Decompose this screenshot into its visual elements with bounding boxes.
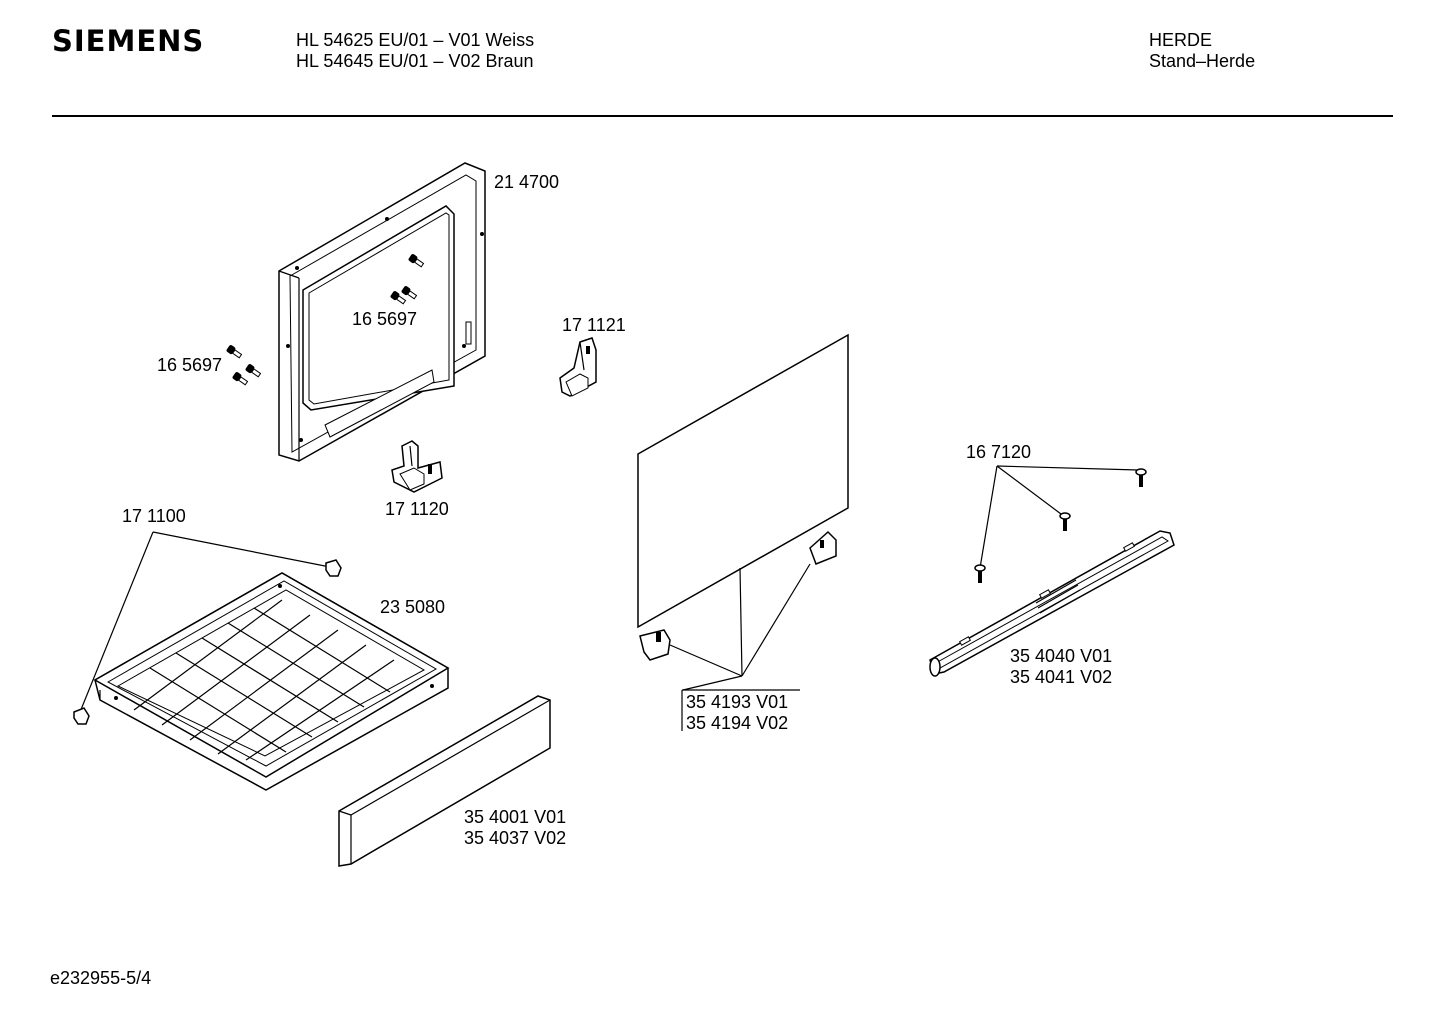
inner-screws-part [390,254,425,305]
handle-screw-part-number: 16 7120 [966,442,1031,462]
trim-panel-v01-part-number: 35 4001 V01 [464,807,566,827]
inner-screw-part-number: 16 5697 [352,309,417,329]
handle-part [929,530,1175,677]
glass-panel-part [637,333,849,731]
category-subtitle: Stand–Herde [1149,51,1256,71]
trim-panel-v02-part-number: 35 4037 V02 [464,828,566,848]
glass-v01-part-number: 35 4193 V01 [686,692,788,712]
model-line-2: HL 54645 EU/01 – V02 Braun [296,51,534,71]
door-frame-part [278,162,486,462]
glass-v02-part-number: 35 4194 V02 [686,713,788,733]
model-line-1: HL 54625 EU/01 – V01 Weiss [296,30,535,50]
handle-v02-part-number: 35 4041 V02 [1010,667,1112,687]
tray-clips-part [73,531,342,725]
brand-logo: SIEMENS [52,24,205,58]
handle-screws-part [974,465,1147,583]
document-id: e232955-5/4 [50,968,152,988]
bracket-left-part-number: 17 1120 [385,499,449,519]
frame-part-number: 21 4700 [494,172,559,192]
handle-v01-part-number: 35 4040 V01 [1010,646,1112,666]
outer-screws-part [226,345,262,386]
header-divider [52,115,1393,117]
tray-grid-pattern [133,599,395,761]
bracket-left-part [391,440,443,493]
bracket-right-part [559,337,597,397]
tray-clip-part-number: 17 1100 [122,506,186,526]
outer-screw-part-number: 16 5697 [157,355,222,375]
trim-panel-part [338,695,551,867]
category-title: HERDE [1149,30,1213,50]
bracket-right-part-number: 17 1121 [562,315,626,335]
tray-part-number: 23 5080 [380,597,445,617]
baking-tray-part [93,572,450,791]
